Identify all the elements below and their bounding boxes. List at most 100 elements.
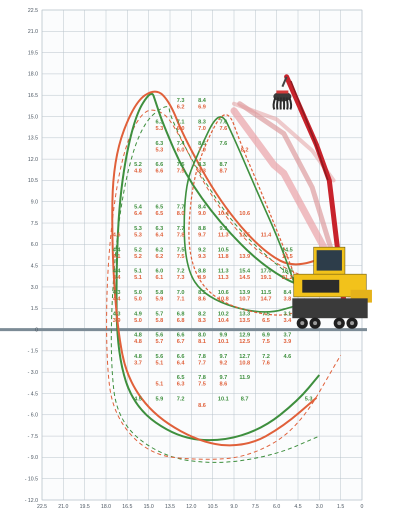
capacity-value-green: 4.3	[113, 290, 121, 296]
capacity-value-green: 9.9	[219, 333, 227, 339]
capacity-value-green: 4.4	[113, 247, 122, 253]
capacity-value-green: 6.5	[177, 375, 185, 381]
cab-window	[316, 250, 342, 271]
capacity-value-red: 6.2	[177, 105, 185, 111]
capacity-value-red: 8.1	[198, 339, 206, 345]
capacity-value-red: 6.0	[177, 147, 185, 153]
engine-cover	[302, 279, 340, 293]
capacity-value-red: 7.5	[177, 169, 185, 175]
capacity-value-green: 4.9	[134, 311, 142, 317]
wheel-hub	[313, 321, 318, 326]
capacity-value-green: 7.2	[177, 269, 185, 275]
capacity-value-green: 8.8	[198, 269, 206, 275]
y-tick-label: 12.0	[28, 157, 38, 163]
capacity-value-green: 8.8	[198, 226, 206, 232]
capacity-value-green: 8.3	[198, 120, 206, 126]
capacity-value-red: 11.3	[218, 233, 229, 239]
capacity-value-green: 17.0	[261, 269, 272, 275]
capacity-value-green: 8.0	[198, 333, 206, 339]
capacity-value-red: 5.7	[155, 339, 163, 345]
capacity-value-red: 7.5	[177, 254, 185, 260]
capacity-value-red: 14.5	[239, 275, 250, 281]
capacity-value-green: 10.1	[218, 396, 229, 402]
capacity-value-red: 9.7	[198, 233, 206, 239]
capacity-value-red: 7.0	[198, 147, 206, 153]
capacity-value-green: 4.6	[283, 354, 291, 360]
capacity-value-green: 8.7	[219, 162, 227, 168]
capacity-value-green: 7.6	[219, 120, 227, 126]
capacity-value-green: 8.4	[283, 290, 292, 296]
capacity-value-red: 4.1	[113, 254, 121, 260]
capacity-value-green: 6.6	[177, 333, 185, 339]
capacity-value-green: 5.9	[155, 396, 163, 402]
capacity-value-red: 8.3	[198, 169, 206, 175]
y-tick-label: - 3.0	[28, 370, 38, 376]
capacity-value-red: 7.7	[198, 360, 206, 366]
capacity-value-red: 4.4	[113, 275, 122, 281]
capacity-value-red: 7.0	[198, 126, 206, 132]
y-tick-label: - 6.0	[28, 413, 38, 419]
capacity-value-green: 6.5	[155, 205, 163, 211]
capacity-value-red: 8.6	[198, 403, 206, 409]
x-tick-label: 7.5	[252, 504, 259, 510]
y-tick-label: 18.0	[28, 72, 38, 78]
capacity-value-red: 5.9	[155, 296, 163, 302]
capacity-value-red: 6.6	[155, 169, 163, 175]
capacity-value-red: 5.1	[155, 382, 163, 388]
capacity-value-red: 6.5	[262, 318, 270, 324]
capacity-value-red: 5.2	[134, 254, 142, 260]
capacity-value-red: 6.5	[155, 211, 163, 217]
capacity-value-red: 10.6	[239, 211, 250, 217]
grapple-tine	[272, 97, 277, 110]
capacity-value-green: 8.2	[198, 311, 206, 317]
capacity-value-green: 6.9	[262, 333, 270, 339]
capacity-value-red: 7.5	[198, 382, 206, 388]
boom-arm	[284, 74, 346, 301]
capacity-value-red: 6.4	[155, 233, 164, 239]
capacity-value-green: 8.3	[198, 162, 206, 168]
x-tick-label: 3.0	[316, 504, 323, 510]
capacity-value-green: 7.1	[177, 120, 185, 126]
wheel-hub	[337, 321, 342, 326]
capacity-value-green: 5.0	[134, 290, 142, 296]
capacity-value-green: 9.9	[219, 226, 227, 232]
capacity-value-red: 10.8	[218, 296, 229, 302]
capacity-value-green: 9.7	[219, 354, 227, 360]
y-tick-label: 21.0	[28, 29, 38, 35]
x-tick-label: 6.0	[273, 504, 280, 510]
capacity-value-green: 7.6	[219, 141, 227, 147]
capacity-value-green: 5.3	[305, 396, 313, 402]
capacity-value-red: 14.5	[282, 254, 293, 260]
x-tick-label: 9.0	[230, 504, 237, 510]
capacity-value-red: 8.6	[219, 382, 227, 388]
y-tick-label: 7.5	[31, 221, 38, 227]
capacity-value-green: 11.3	[218, 269, 229, 275]
y-tick-label: 6.0	[31, 242, 38, 248]
y-tick-label: - 12.0	[25, 498, 38, 504]
capacity-value-green: 4.8	[134, 354, 142, 360]
y-tick-label: 10.5	[28, 178, 38, 184]
capacity-value-red: 4.8	[134, 339, 142, 345]
x-tick-label: 21.0	[58, 504, 68, 510]
capacity-value-green: 6.3	[155, 120, 163, 126]
y-tick-label: 4.5	[31, 263, 38, 269]
grapple-link	[281, 76, 288, 88]
capacity-value-red: 12.5	[239, 233, 250, 239]
capacity-value-green: 9.2	[198, 247, 206, 253]
capacity-value-green: 3.1	[283, 311, 291, 317]
capacity-value-red: 10.4	[218, 318, 230, 324]
capacity-value-red: 11.8	[218, 254, 229, 260]
capacity-value-red: 8.3	[198, 318, 206, 324]
capacity-value-green: 5.6	[155, 354, 163, 360]
capacity-value-green: 7.2	[262, 354, 270, 360]
x-tick-label: 22.5	[37, 504, 47, 510]
capacity-value-red: 8.7	[219, 169, 227, 175]
capacity-value-green: 6.0	[155, 269, 163, 275]
y-tick-label: 15.0	[28, 114, 38, 120]
x-tick-label: 12.0	[186, 504, 196, 510]
capacity-value-red: 21.2	[282, 275, 293, 281]
capacity-value-green: 10.6	[218, 290, 229, 296]
inner-curve-red	[188, 114, 309, 316]
x-tick-label: 10.5	[208, 504, 218, 510]
